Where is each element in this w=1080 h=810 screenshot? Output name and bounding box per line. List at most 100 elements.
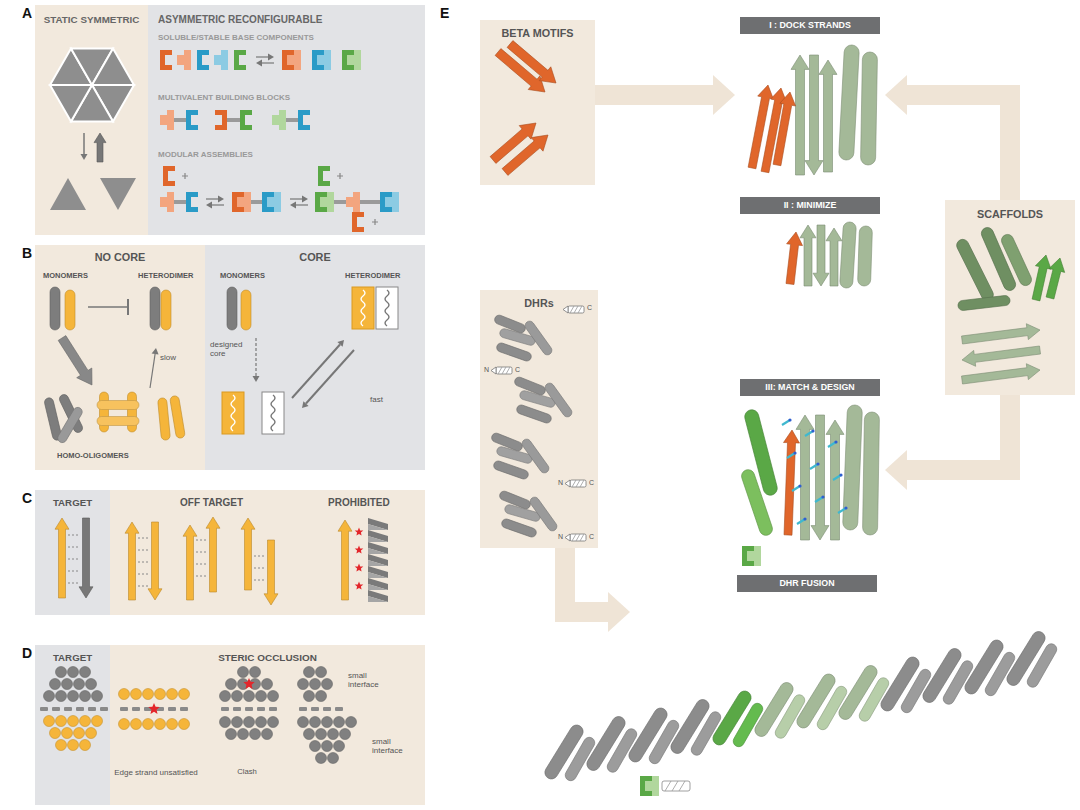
residue-circle (310, 717, 321, 728)
helix (861, 52, 878, 165)
text-slot: NO CORE (35, 251, 205, 264)
text-slot: DHRs (480, 297, 598, 309)
helix-ribbon (368, 566, 388, 578)
residue-circle (334, 741, 345, 752)
hexamer-subunit (71, 49, 113, 85)
helix (44, 397, 63, 441)
dhr-icon-stripe (665, 781, 671, 791)
beta-strand (796, 415, 814, 540)
text-slot: III: MATCH & DESIGN (740, 379, 880, 396)
linker (174, 118, 186, 122)
residue-circle (304, 691, 315, 702)
hydrogen-bond (196, 564, 207, 565)
binder-piece (312, 50, 324, 70)
residue-circle (226, 679, 237, 690)
beta-strand (800, 225, 816, 286)
arrow-head (302, 196, 308, 203)
residue-circle (179, 689, 190, 700)
residue-circle (167, 689, 178, 700)
residue-circle (262, 729, 273, 740)
text-slot: HETERODIMER (345, 272, 400, 281)
core-block (222, 392, 244, 434)
plus-symbol (182, 173, 188, 179)
beta-strand (791, 55, 809, 175)
panel-letter: C (22, 491, 32, 506)
hydrogen-bond (196, 552, 207, 553)
binder-piece (342, 50, 354, 70)
side-chain-tip (788, 418, 791, 421)
hydrogen-bond (196, 576, 207, 577)
dhr-icon-stripe (574, 306, 578, 313)
beta-strand (826, 228, 842, 286)
residue-circle (44, 691, 55, 702)
strand-end (245, 707, 253, 711)
panel-region: COREMONOMERSHETERODIMERdesigned corefast (205, 245, 425, 470)
label-text: MONOMERS (220, 272, 265, 281)
binder-piece (318, 166, 330, 186)
step-title: II : MINIMIZE (740, 197, 880, 214)
residue-circle (68, 716, 79, 727)
residue-circle (80, 716, 91, 727)
beta-strand (784, 430, 800, 535)
arrow-line (256, 56, 268, 57)
residue-circle (44, 716, 55, 727)
beta-strand (819, 60, 837, 172)
strand-end (40, 707, 48, 711)
beta-strand (826, 420, 844, 540)
beta-strand (206, 517, 220, 592)
terminus-label: N (484, 366, 489, 374)
binder-piece (234, 50, 246, 70)
residue-circle (298, 679, 309, 690)
beta-strand (58, 336, 92, 385)
strand-end (144, 707, 152, 711)
clash-star (355, 546, 364, 554)
beta-strand (55, 518, 69, 598)
text-slot: STERIC OCCLUSION (110, 652, 425, 663)
arrow-head (81, 154, 88, 160)
step-region: I : DOCK STRANDS (735, 15, 885, 190)
panel-letter: B (22, 246, 32, 261)
text-slot: MODULAR ASSEMBLIES (158, 150, 253, 159)
binder-plug (385, 192, 399, 212)
dhr-icon-stripe (572, 534, 576, 541)
dhr-icon-stripe (580, 480, 584, 487)
residue-circle (298, 717, 309, 728)
hydrogen-bond (196, 540, 207, 541)
label-text: STATIC SYMMETRIC (35, 14, 148, 25)
category-box: DHRs (480, 290, 598, 548)
label-text: SOLUBLE/STABLE BASE COMPONENTS (158, 33, 314, 42)
helix (161, 290, 171, 330)
text-slot: fast (370, 395, 383, 404)
helix (227, 287, 237, 330)
residue-circle (238, 679, 249, 690)
helix (563, 735, 597, 782)
residue-circle (322, 741, 333, 752)
text-slot: HOMO-OLIGOMERS (57, 452, 129, 461)
helix (840, 222, 857, 289)
helix-ribbon (368, 548, 388, 554)
side-chain (810, 464, 818, 469)
panel-letter: E (440, 6, 449, 21)
residue-circle (74, 728, 85, 739)
dhr-icon-stripe (506, 367, 510, 374)
residue-circle (238, 667, 249, 678)
hexamer-subunit (92, 85, 134, 121)
beta-strand (962, 364, 1041, 384)
binder-piece (380, 192, 392, 212)
linker (334, 200, 346, 204)
arrow-head (337, 340, 344, 347)
text-slot: MULTIVALENT BUILDING BLOCKS (158, 93, 290, 102)
binder-plug (747, 546, 761, 566)
label-text: CORE (205, 251, 425, 264)
residue-circle (244, 717, 255, 728)
strand-end (64, 707, 72, 711)
residue-circle (316, 667, 327, 678)
helix (56, 406, 84, 445)
residue-circle (346, 717, 357, 728)
hydrogen-bond (138, 586, 149, 587)
text-slot: TARGET (35, 497, 110, 508)
text-slot: TARGET (35, 652, 110, 663)
helix (519, 390, 556, 409)
text-slot: OFF TARGET (180, 497, 243, 509)
illustration-group (748, 45, 877, 175)
